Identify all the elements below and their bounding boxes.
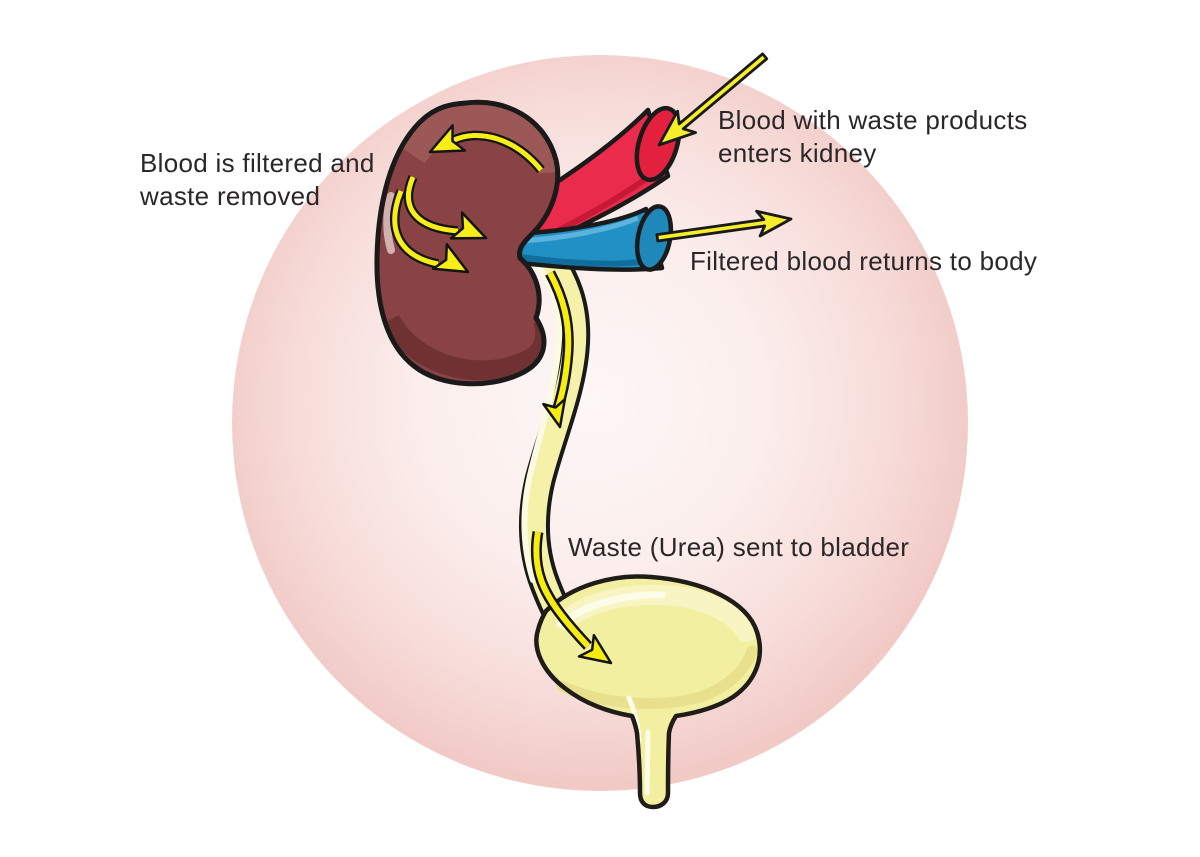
bladder bbox=[534, 574, 763, 810]
label-blood-filtered: Blood is filtered and waste removed bbox=[140, 147, 375, 213]
label-blood-filtered-line1: Blood is filtered and bbox=[140, 148, 375, 178]
label-blood-enters: Blood with waste products enters kidney bbox=[718, 104, 1028, 170]
label-blood-returns-text: Filtered blood returns to body bbox=[690, 246, 1038, 276]
renal-vein bbox=[509, 204, 674, 272]
label-blood-enters-line2: enters kidney bbox=[718, 138, 877, 168]
label-blood-returns: Filtered blood returns to body bbox=[690, 245, 1037, 278]
filtration-arrow-top-icon bbox=[428, 124, 545, 174]
filtration-arrow-middle-icon bbox=[403, 175, 488, 240]
blood-out-arrow-icon bbox=[655, 209, 793, 243]
kidney bbox=[374, 99, 561, 387]
urine-flow-arrow-lower-icon bbox=[530, 531, 613, 665]
urine-flow-arrow-upper-icon bbox=[542, 270, 574, 429]
label-waste-to-bladder: Waste (Urea) sent to bladder bbox=[568, 531, 909, 564]
label-blood-enters-line1: Blood with waste products bbox=[718, 105, 1028, 135]
filtration-arrows-icon bbox=[390, 124, 545, 274]
label-waste-to-bladder-text: Waste (Urea) sent to bladder bbox=[568, 532, 910, 562]
label-blood-filtered-line2: waste removed bbox=[140, 181, 321, 211]
filtration-arrow-bottom-icon bbox=[390, 189, 470, 274]
blood-in-arrow-icon bbox=[657, 52, 769, 147]
